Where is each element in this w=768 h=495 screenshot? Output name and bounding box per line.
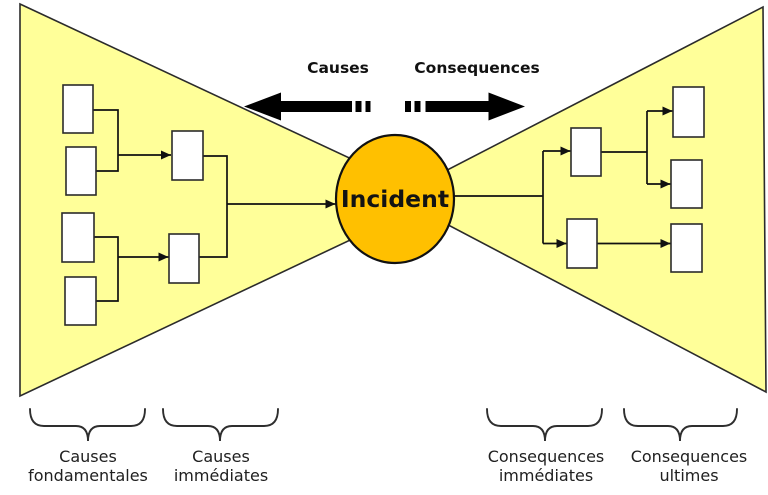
left-arrow-shape: [244, 92, 352, 121]
left-arrow-dash: [365, 101, 371, 112]
right-arrow-shape: [425, 92, 525, 121]
consequence-box: [670, 223, 703, 273]
label-line: ultimes: [659, 466, 718, 485]
consequence-box: [566, 218, 598, 269]
consequences-boxes: [566, 86, 705, 273]
label-consequences-immediates: Consequences immédiates: [488, 447, 605, 485]
left-arrow-dash: [355, 101, 362, 112]
right-arrow-dash: [414, 101, 421, 112]
label-line: Consequences: [488, 447, 605, 466]
connector-elbow: [93, 109, 119, 172]
label-causes-immediates: Causes immédiates: [174, 447, 268, 485]
consequences-tree-connectors: [453, 106, 673, 248]
connector-elbow: [94, 236, 119, 302]
right-arrow-dash: [405, 101, 411, 112]
consequence-box: [570, 127, 602, 177]
causes-axis-label: Causes: [307, 59, 369, 77]
cause-box: [168, 233, 200, 284]
causes-tree-connectors: [93, 109, 336, 302]
cause-box: [171, 130, 204, 181]
label-causes-fondamentales: Causes fondamentales: [28, 447, 148, 485]
connector-from-incident: [453, 151, 544, 244]
brace-causes-immediates: [162, 408, 279, 442]
connector-elbow: [199, 155, 228, 258]
connector-elbow: [601, 111, 648, 184]
cause-box: [62, 84, 94, 134]
causes-funnel: [19, 2, 439, 398]
consequences-axis-label: Consequences: [414, 59, 539, 77]
consequence-box: [672, 86, 705, 138]
cause-box: [65, 146, 97, 196]
label-line: Causes: [192, 447, 250, 466]
label-consequences-ultimes: Consequences ultimes: [631, 447, 748, 485]
consequences-direction-arrow: [405, 92, 525, 121]
causes-direction-arrow: [244, 92, 371, 121]
causes-boxes: [61, 84, 204, 326]
brace-consequences-ultimes: [623, 408, 738, 442]
brace-consequences-immediates: [486, 408, 603, 442]
label-line: Consequences: [631, 447, 748, 466]
label-line: fondamentales: [28, 466, 148, 485]
cause-box: [61, 212, 95, 263]
label-line: Causes: [59, 447, 117, 466]
cause-box: [64, 276, 97, 326]
label-line: immédiates: [174, 466, 268, 485]
incident-node: [334, 133, 456, 265]
consequence-box: [670, 159, 703, 209]
label-line: immédiates: [499, 466, 593, 485]
brace-causes-fondamentales: [29, 408, 146, 442]
incident-label: Incident: [341, 185, 449, 213]
